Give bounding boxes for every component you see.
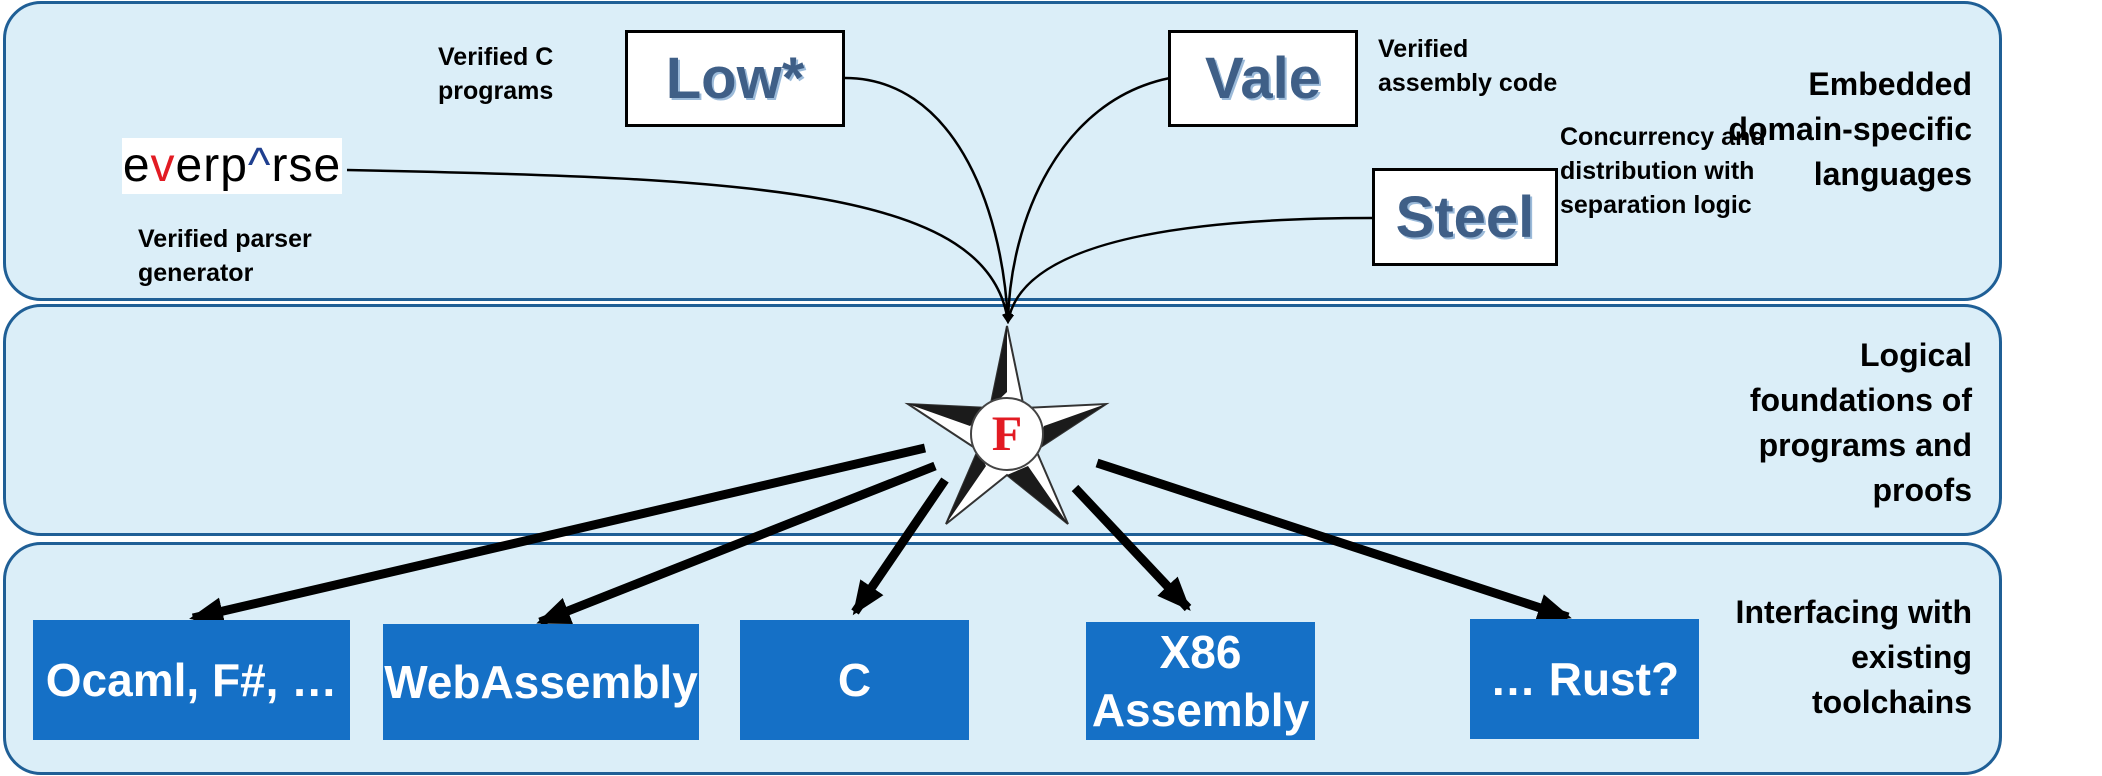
- target-x86-line1: X86: [1159, 626, 1242, 678]
- layer-label-toolchains: Interfacing with existing toolchains: [1735, 594, 1972, 720]
- arrow-fstar-to-wasm: [536, 461, 937, 627]
- arrow-fstar-to-c: [851, 477, 949, 616]
- layer-label-dsl: Embedded domain-specific languages: [1728, 66, 1972, 192]
- caption-low: Verified C programs: [438, 43, 554, 105]
- low-star-box: Low*: [625, 30, 845, 127]
- target-x86-line2: Assembly: [1091, 684, 1310, 736]
- layer-label-foundations: Logical foundations of programs and proo…: [1749, 337, 1972, 508]
- arrow-fstar-to-x86: [1071, 484, 1192, 612]
- target-rust-box: … Rust?: [1470, 619, 1699, 739]
- everparse-logo: everp^rse: [122, 138, 342, 194]
- caption-steel: Concurrency and distribution with separa…: [1560, 123, 1766, 219]
- arrow-steel-to-fstar: [1004, 216, 1373, 324]
- caption-vale: Verified assembly code: [1378, 35, 1558, 97]
- target-webassembly-box: WebAssembly: [383, 624, 699, 740]
- caption-everparse: Verified parser generator: [138, 225, 312, 287]
- vale-box: Vale: [1168, 30, 1358, 127]
- arrow-everparse-to-fstar: [346, 168, 1012, 324]
- target-x86-box: X86 Assembly: [1086, 622, 1315, 740]
- arrow-low-to-fstar: [844, 76, 1013, 324]
- target-c-box: C: [740, 620, 969, 740]
- steel-box: Steel: [1372, 168, 1558, 266]
- arrow-vale-to-fstar: [1003, 76, 1171, 324]
- arrow-fstar-to-ocaml: [189, 443, 927, 625]
- arrow-fstar-to-rust: [1095, 458, 1572, 622]
- target-ocaml-box: Ocaml, F#, …: [33, 620, 350, 740]
- fstar-logo-glyph: F: [991, 405, 1023, 461]
